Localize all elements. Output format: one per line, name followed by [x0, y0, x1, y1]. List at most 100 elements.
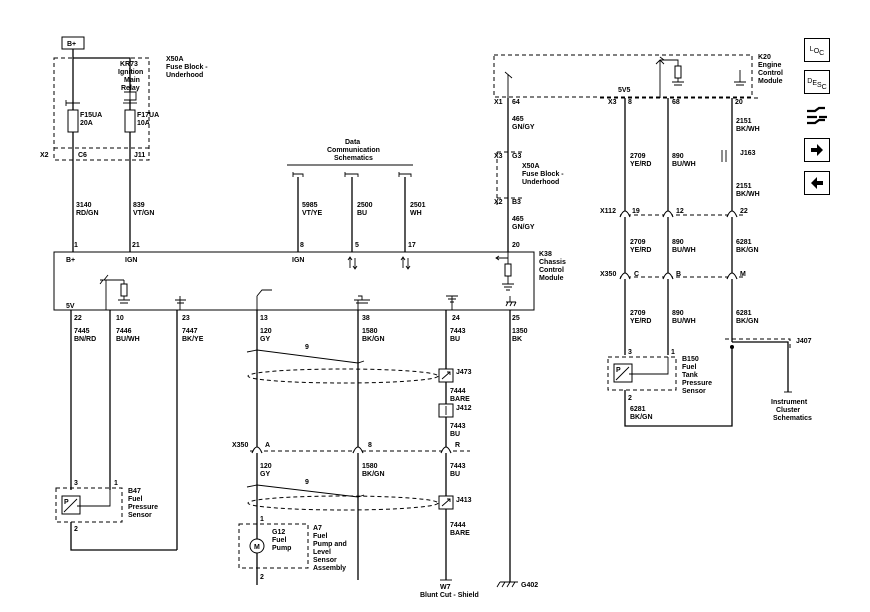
wire-1580b-label: 1580 BK/GN — [362, 463, 385, 478]
svg-text:X50A: X50A — [522, 163, 540, 170]
svg-text:BU/WH: BU/WH — [672, 247, 696, 254]
k20-module-outline — [493, 54, 753, 98]
svg-text:Fuel: Fuel — [128, 496, 142, 503]
connector-tool-button[interactable] — [804, 104, 830, 128]
relay-coil-symbol — [124, 91, 137, 101]
svg-text:Sensor: Sensor — [313, 557, 337, 564]
svg-text:W7: W7 — [440, 584, 451, 591]
x350-right-label: X350 — [600, 271, 616, 278]
prev-arrow-button[interactable] — [804, 171, 830, 195]
k38-lbl-bplus: B+ — [66, 257, 75, 264]
arrow-left-icon — [811, 177, 823, 189]
svg-text:465: 465 — [512, 216, 524, 223]
svg-text:BU/WH: BU/WH — [116, 336, 140, 343]
svg-text:Sensor: Sensor — [682, 388, 706, 395]
svg-text:Fuse Block -: Fuse Block - — [522, 171, 564, 178]
j473-label: J473 — [456, 369, 472, 376]
loc-c: C — [819, 50, 825, 57]
k20-pull-resistor — [674, 65, 682, 79]
wire-7443c-label: 7443 BU — [450, 463, 466, 478]
x112-pin-12 — [662, 210, 674, 218]
wire-7443a-label: 7443 BU — [450, 328, 466, 343]
svg-text:BK/WH: BK/WH — [736, 126, 760, 133]
conn-x3-mid: X3 — [494, 153, 503, 160]
wire-890a-label: 890 BU/WH — [672, 153, 696, 168]
svg-text:2709: 2709 — [630, 310, 646, 317]
svg-text:2500: 2500 — [357, 202, 373, 209]
svg-text:Engine: Engine — [758, 62, 781, 69]
k38-pin-17: 17 — [408, 242, 416, 249]
svg-text:Communication: Communication — [327, 147, 380, 154]
bplus-label: B+ — [67, 41, 76, 48]
svg-text:YE/RD: YE/RD — [630, 247, 651, 254]
svg-text:BU: BU — [450, 336, 460, 343]
k38-pin-20: 20 — [512, 242, 520, 249]
wire-1350-label: 1350 BK — [512, 328, 528, 343]
x350r-pin-b-label: B — [676, 271, 681, 278]
b47-pin-3: 3 — [74, 480, 78, 487]
svg-text:10A: 10A — [137, 120, 150, 127]
svg-text:Underhood: Underhood — [522, 179, 559, 186]
desc-button[interactable]: D E S C — [804, 70, 830, 94]
svg-text:K20: K20 — [758, 54, 771, 61]
svg-text:GY: GY — [260, 471, 270, 478]
loc-button[interactable]: L O C — [804, 38, 830, 62]
svg-text:BK/GN: BK/GN — [736, 247, 759, 254]
svg-text:Main: Main — [124, 77, 140, 84]
wire-2709b-label: 2709 YE/RD — [630, 239, 651, 254]
svg-text:7444: 7444 — [450, 388, 466, 395]
wire-7447-label: 7447 BK/YE — [182, 328, 204, 343]
b47-pin-2: 2 — [74, 526, 78, 533]
svg-text:2151: 2151 — [736, 183, 752, 190]
svg-text:BU: BU — [357, 210, 367, 217]
wire-6281b-label: 6281 BK/GN — [736, 310, 759, 325]
svg-text:Module: Module — [539, 275, 564, 282]
svg-text:Sensor: Sensor — [128, 512, 152, 519]
svg-text:2501: 2501 — [410, 202, 426, 209]
k38-pin-5: 5 — [355, 242, 359, 249]
wire-2500-label: 2500 BU — [357, 202, 373, 217]
svg-text:7443: 7443 — [450, 423, 466, 430]
svg-text:GN/GY: GN/GY — [512, 224, 535, 231]
j163-label: J163 — [740, 150, 756, 157]
b47-outline — [55, 487, 123, 523]
fuse-f17ua-label: F17UA 10A — [137, 112, 159, 127]
svg-text:YE/RD: YE/RD — [630, 318, 651, 325]
desc-c: C — [821, 84, 827, 91]
k38-pin-24: 24 — [452, 315, 460, 322]
a7-pin-1: 1 — [260, 516, 264, 523]
b47-symbol: P — [64, 499, 69, 506]
fuse-f15ua-label: F15UA 20A — [80, 112, 102, 127]
svg-text:GN/GY: GN/GY — [512, 124, 535, 131]
twisted-pair-2 — [246, 484, 365, 498]
svg-text:BK/GN: BK/GN — [630, 414, 653, 421]
svg-text:2709: 2709 — [630, 153, 646, 160]
k20-pin-20: 20 — [735, 99, 743, 106]
x112-label: X112 — [600, 208, 616, 215]
j413-label: J413 — [456, 497, 472, 504]
desc-d: D — [807, 78, 813, 85]
svg-text:7443: 7443 — [450, 328, 466, 335]
svg-text:K38: K38 — [539, 251, 552, 258]
wire-2151b-label: 2151 BK/WH — [736, 183, 760, 198]
k38-lbl-ign: IGN — [125, 257, 137, 264]
svg-text:BU/WH: BU/WH — [672, 161, 696, 168]
svg-text:BK/WH: BK/WH — [736, 191, 760, 198]
wire-2501-label: 2501 WH — [410, 202, 426, 217]
k38-pin20-arrow — [495, 252, 509, 264]
connector-icon — [807, 106, 827, 125]
pin-j11: J11 — [134, 152, 145, 159]
wire-2709c-label: 2709 YE/RD — [630, 310, 651, 325]
b150-pin-2: 2 — [628, 395, 632, 402]
svg-text:1350: 1350 — [512, 328, 528, 335]
fuse-f17ua-symbol — [124, 109, 136, 133]
svg-text:BK/GN: BK/GN — [362, 471, 385, 478]
svg-text:7443: 7443 — [450, 463, 466, 470]
svg-text:890: 890 — [672, 310, 684, 317]
twist-1-label: 9 — [305, 344, 309, 351]
x350-pin-r-label: R — [455, 442, 460, 449]
next-arrow-button[interactable] — [804, 138, 830, 162]
svg-text:X50A: X50A — [166, 56, 184, 63]
svg-text:7445: 7445 — [74, 328, 90, 335]
svg-text:890: 890 — [672, 239, 684, 246]
